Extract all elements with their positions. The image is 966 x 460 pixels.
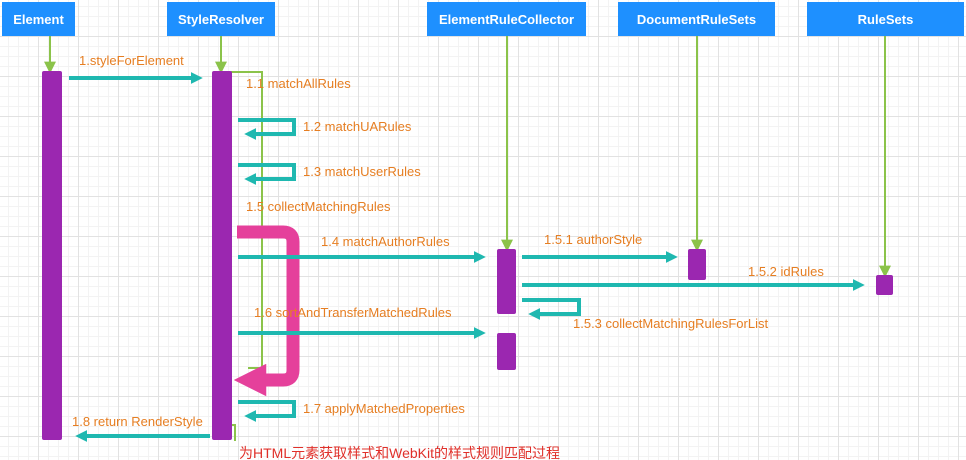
activation-style-resolver: [212, 71, 232, 440]
actor-element-rule-collector: ElementRuleCollector: [427, 2, 586, 36]
actor-style-resolver-label: StyleResolver: [178, 12, 264, 27]
label-collect-matching-rules: 1.5 collectMatchingRules: [246, 199, 391, 214]
message-match-user-rules: [238, 163, 296, 185]
activation-document-rule-sets: [688, 249, 706, 280]
activation-erc-2: [497, 333, 516, 370]
actor-document-rule-sets-label: DocumentRuleSets: [637, 12, 756, 27]
label-return-render-style: 1.8 return RenderStyle: [72, 414, 203, 429]
collect-matching-rules-loop: [233, 225, 300, 397]
actor-rule-sets-label: RuleSets: [858, 12, 914, 27]
label-style-for-element: 1.styleForElement: [79, 53, 184, 68]
message-collect-matching-rules-for-list: [522, 298, 581, 320]
style-resolver-inner-lifeline: [231, 71, 263, 369]
label-match-user-rules: 1.3 matchUserRules: [303, 164, 421, 179]
diagram-caption: 为HTML元素获取样式和WebKit的样式规则匹配过程: [239, 445, 560, 460]
actor-rule-sets: RuleSets: [807, 2, 964, 36]
actor-element-rule-collector-label: ElementRuleCollector: [439, 12, 574, 27]
activation-rule-sets: [876, 275, 893, 295]
label-match-all-rules: 1.1 matchAllRules: [246, 76, 351, 91]
label-collect-matching-rules-for-list: 1.5.3 collectMatchingRulesForList: [573, 316, 768, 331]
label-id-rules: 1.5.2 idRules: [748, 264, 824, 279]
actor-element-label: Element: [13, 12, 64, 27]
message-match-ua-rules: [238, 118, 296, 140]
activation-element: [42, 71, 62, 440]
actor-style-resolver: StyleResolver: [167, 2, 275, 36]
label-author-style: 1.5.1 authorStyle: [544, 232, 642, 247]
label-match-ua-rules: 1.2 matchUARules: [303, 119, 412, 134]
actor-element: Element: [2, 2, 75, 36]
label-match-author-rules: 1.4 matchAuthorRules: [321, 234, 450, 249]
activation-erc-1: [497, 249, 516, 314]
label-apply-matched-properties: 1.7 applyMatchedProperties: [303, 401, 465, 416]
label-sort-and-transfer: 1.6 sortAndTransferMatchedRules: [254, 305, 452, 320]
message-apply-matched-properties: [238, 400, 296, 422]
actor-document-rule-sets: DocumentRuleSets: [618, 2, 775, 36]
